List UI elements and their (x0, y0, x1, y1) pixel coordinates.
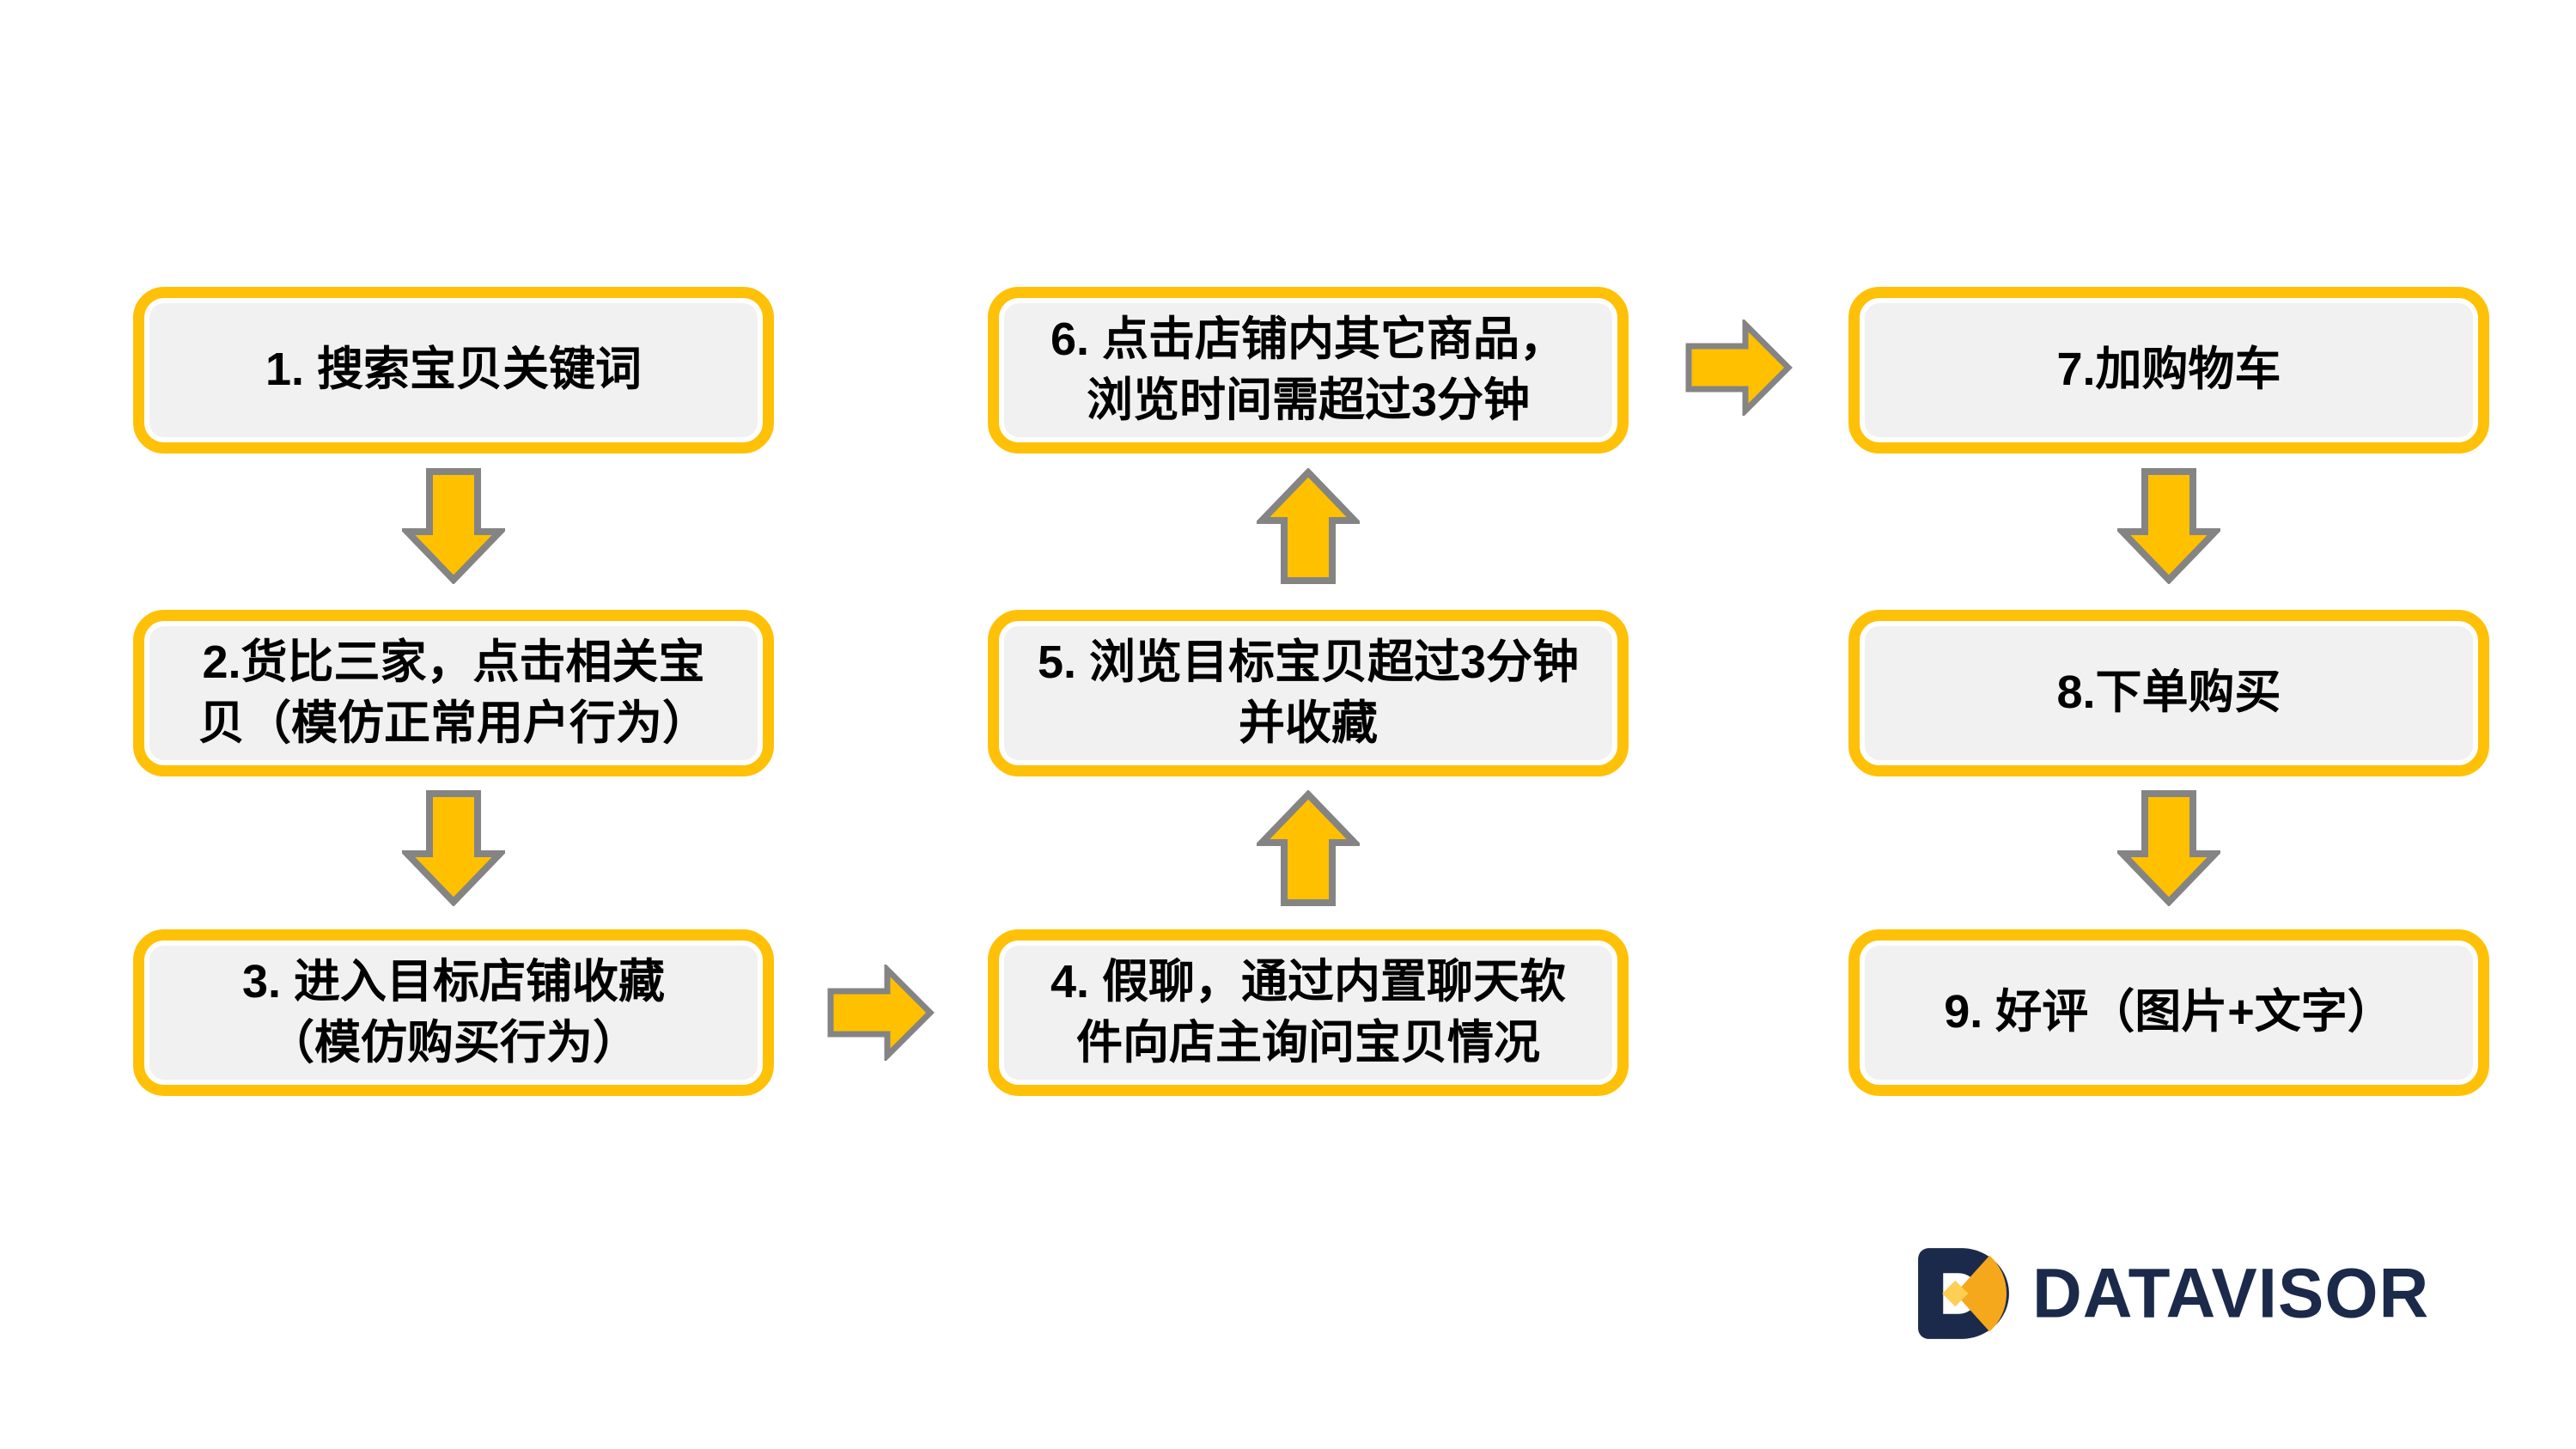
datavisor-logo-mark-icon (1918, 1248, 2009, 1339)
flow-step-9-label: 9. 好评（图片+文字） (1944, 986, 2394, 1038)
down-arrow-icon (402, 790, 505, 906)
down-arrow-icon (2117, 790, 2220, 906)
flow-step-3-label: 3. 进入目标店铺收藏 （模仿购买行为） (241, 955, 666, 1068)
flow-step-7: 7.加购物车 (1848, 287, 2489, 454)
flow-step-8-label: 8.下单购买 (2056, 667, 2281, 719)
right-arrow-icon (1685, 320, 1793, 416)
up-arrow-icon (1257, 468, 1360, 584)
flow-step-6-label: 6. 点击店铺内其它商品， 浏览时间需超过3分钟 (1050, 313, 1567, 426)
flow-step-4: 4. 假聊，通过内置聊天软 件向店主询问宝贝情况 (988, 929, 1629, 1096)
flow-step-5: 5. 浏览目标宝贝超过3分钟 并收藏 (988, 610, 1629, 776)
flow-step-3: 3. 进入目标店铺收藏 （模仿购买行为） (133, 929, 774, 1096)
flow-step-4-label: 4. 假聊，通过内置聊天软 件向店主询问宝贝情况 (1050, 955, 1567, 1068)
datavisor-wordmark: DATAVISOR (2032, 1254, 2430, 1332)
flow-step-2: 2.货比三家，点击相关宝 贝（模仿正常用户行为） (133, 610, 774, 776)
down-arrow-icon (402, 468, 505, 584)
flow-step-5-label: 5. 浏览目标宝贝超过3分钟 并收藏 (1037, 636, 1580, 749)
flow-step-8: 8.下单购买 (1848, 610, 2489, 776)
right-arrow-icon (827, 965, 935, 1061)
datavisor-logo: DATAVISOR (1917, 1247, 2429, 1340)
flow-step-9: 9. 好评（图片+文字） (1848, 929, 2489, 1096)
flow-step-7-label: 7.加购物车 (2056, 344, 2281, 396)
up-arrow-icon (1257, 790, 1360, 906)
down-arrow-icon (2117, 468, 2220, 584)
flow-step-1: 1. 搜索宝贝关键词 (133, 287, 774, 454)
flow-step-1-label: 1. 搜索宝贝关键词 (265, 344, 642, 396)
flow-step-6: 6. 点击店铺内其它商品， 浏览时间需超过3分钟 (988, 287, 1629, 454)
flow-step-2-label: 2.货比三家，点击相关宝 贝（模仿正常用户行为） (198, 636, 709, 749)
